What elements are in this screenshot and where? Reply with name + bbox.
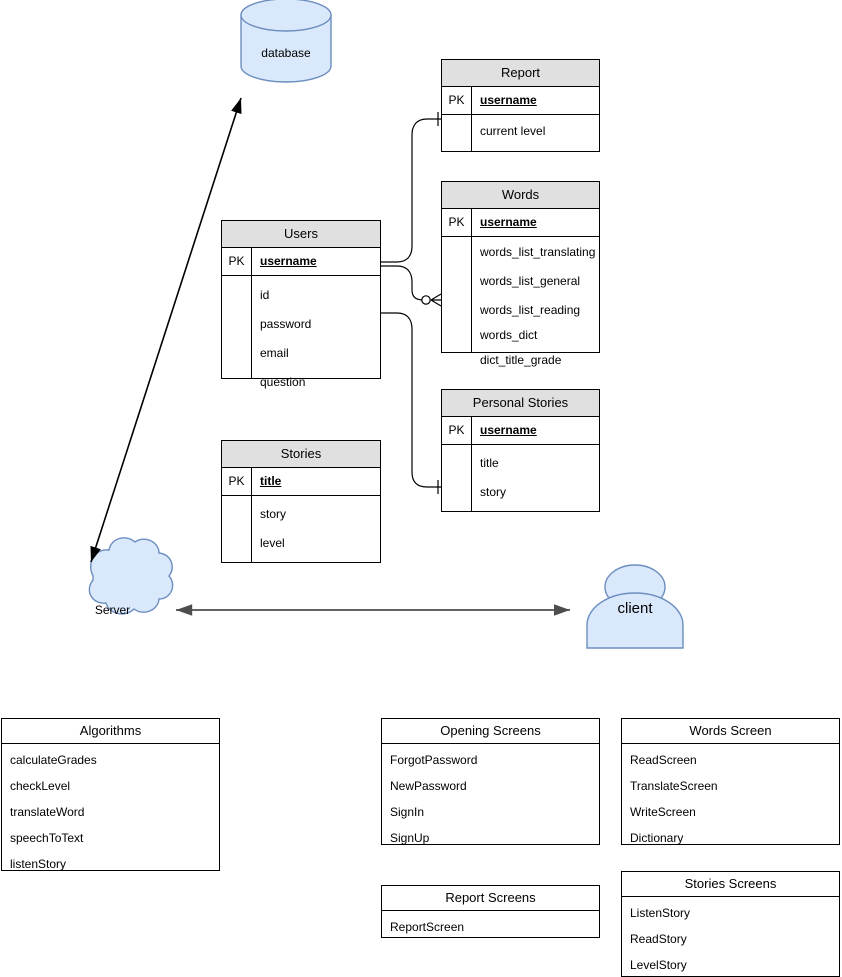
connector-users-personal-stories	[381, 312, 441, 494]
er-body: story level	[222, 496, 380, 562]
list-item[interactable]: ListenStory	[630, 906, 691, 920]
er-pk-field: username	[260, 254, 317, 268]
er-pk-field: username	[480, 215, 537, 229]
list-item[interactable]: Dictionary	[630, 831, 684, 845]
list-item[interactable]: checkLevel	[10, 779, 71, 793]
er-table-title: Report	[442, 60, 599, 87]
er-pk-label: PK	[222, 248, 252, 275]
er-pk-label: PK	[442, 209, 472, 236]
database-label: database	[261, 46, 311, 60]
list-box-title: Report Screens	[382, 886, 599, 911]
er-field-list: id password email question	[252, 276, 380, 389]
list-box-title: Algorithms	[2, 719, 219, 744]
list-item[interactable]: translateWord	[10, 805, 85, 819]
er-gutter	[442, 115, 472, 152]
er-gutter	[222, 276, 252, 378]
er-field: title	[480, 456, 499, 470]
list-box-items: calculateGrades checkLevel translateWord…	[2, 744, 219, 871]
er-pk-row: PK title	[222, 468, 380, 496]
list-box-words-screen[interactable]: Words Screen ReadScreen TranslateScreen …	[621, 718, 840, 845]
list-box-items: ReportScreen	[382, 911, 599, 934]
list-box-title: Stories Screens	[622, 872, 839, 897]
er-pk-field: title	[260, 474, 282, 488]
list-box-opening-screens[interactable]: Opening Screens ForgotPassword NewPasswo…	[381, 718, 600, 845]
er-field: question	[260, 375, 306, 389]
connector-server-database	[90, 97, 242, 563]
er-body: current level	[442, 115, 599, 152]
list-item[interactable]: NewPassword	[390, 779, 467, 793]
er-field: words_dict	[480, 328, 538, 342]
er-body: id password email question	[222, 276, 380, 389]
er-pk-label: PK	[442, 87, 472, 114]
er-field: words_list_translating	[480, 245, 596, 259]
er-field: words_list_general	[480, 274, 581, 288]
er-field: password	[260, 317, 312, 331]
list-item[interactable]: calculateGrades	[10, 753, 97, 767]
list-item[interactable]: ReadScreen	[630, 753, 697, 767]
list-item[interactable]: ReportScreen	[390, 920, 465, 934]
er-pk-row: PK username	[442, 417, 599, 445]
er-table-stories[interactable]: Stories PK title story level	[221, 440, 381, 563]
er-table-title: Words	[442, 182, 599, 209]
list-item[interactable]: WriteScreen	[630, 805, 696, 819]
er-field: words_list_reading	[480, 303, 581, 317]
er-field: level	[260, 536, 285, 550]
er-field: email	[260, 346, 289, 360]
er-pk-field: username	[480, 93, 537, 107]
list-box-stories-screens[interactable]: Stories Screens ListenStory ReadStory Le…	[621, 871, 840, 977]
er-field: story	[260, 507, 287, 521]
server-label: Server	[94, 603, 131, 617]
list-item[interactable]: LevelStory	[630, 958, 687, 972]
er-table-personal-stories[interactable]: Personal Stories PK username title story	[441, 389, 600, 512]
er-table-title: Users	[222, 221, 380, 248]
er-body: words_list_translating words_list_genera…	[442, 237, 599, 367]
er-gutter	[442, 237, 472, 352]
list-item[interactable]: SignUp	[390, 831, 430, 845]
er-field-list: title story	[472, 445, 599, 511]
er-table-report[interactable]: Report PK username current level	[441, 59, 600, 152]
list-box-title: Opening Screens	[382, 719, 599, 744]
er-field-list: current level	[472, 115, 599, 152]
er-field-list: words_list_translating words_list_genera…	[472, 237, 599, 367]
list-item[interactable]: speechToText	[10, 831, 84, 845]
er-pk-row: PK username	[442, 209, 599, 237]
er-table-title: Stories	[222, 441, 380, 468]
list-item[interactable]: ReadStory	[630, 932, 687, 946]
er-table-title: Personal Stories	[442, 390, 599, 417]
er-gutter	[222, 496, 252, 562]
er-pk-label: PK	[442, 417, 472, 444]
list-item[interactable]: ForgotPassword	[390, 753, 478, 767]
list-box-items: ReadScreen TranslateScreen WriteScreen D…	[622, 744, 839, 845]
er-field: dict_title_grade	[480, 353, 562, 367]
list-box-items: ListenStory ReadStory LevelStory	[622, 897, 839, 972]
er-table-words[interactable]: Words PK username words_list_translating…	[441, 181, 600, 367]
er-body: title story	[442, 445, 599, 511]
connector-users-words	[381, 265, 442, 307]
er-pk-field: username	[480, 423, 537, 437]
er-field: current level	[480, 124, 546, 138]
er-gutter	[442, 445, 472, 511]
er-field-list: story level	[252, 496, 380, 562]
list-box-title: Words Screen	[622, 719, 839, 744]
list-item[interactable]: TranslateScreen	[630, 779, 718, 793]
er-pk-row: PK username	[222, 248, 380, 276]
list-box-items: ForgotPassword NewPassword SignIn SignUp	[382, 744, 599, 845]
database-shape	[240, 0, 332, 83]
list-item[interactable]: SignIn	[390, 805, 425, 819]
er-table-users[interactable]: Users PK username id password email ques…	[221, 220, 381, 389]
connector-users-report	[381, 112, 441, 263]
er-pk-row: PK username	[442, 87, 599, 115]
er-field: story	[480, 485, 507, 499]
er-field: id	[260, 288, 270, 302]
list-item[interactable]: listenStory	[10, 857, 67, 871]
list-box-algorithms[interactable]: Algorithms calculateGrades checkLevel tr…	[1, 718, 220, 871]
list-box-report-screens[interactable]: Report Screens ReportScreen	[381, 885, 600, 938]
client-label: client	[617, 600, 653, 617]
er-pk-label: PK	[222, 468, 252, 495]
